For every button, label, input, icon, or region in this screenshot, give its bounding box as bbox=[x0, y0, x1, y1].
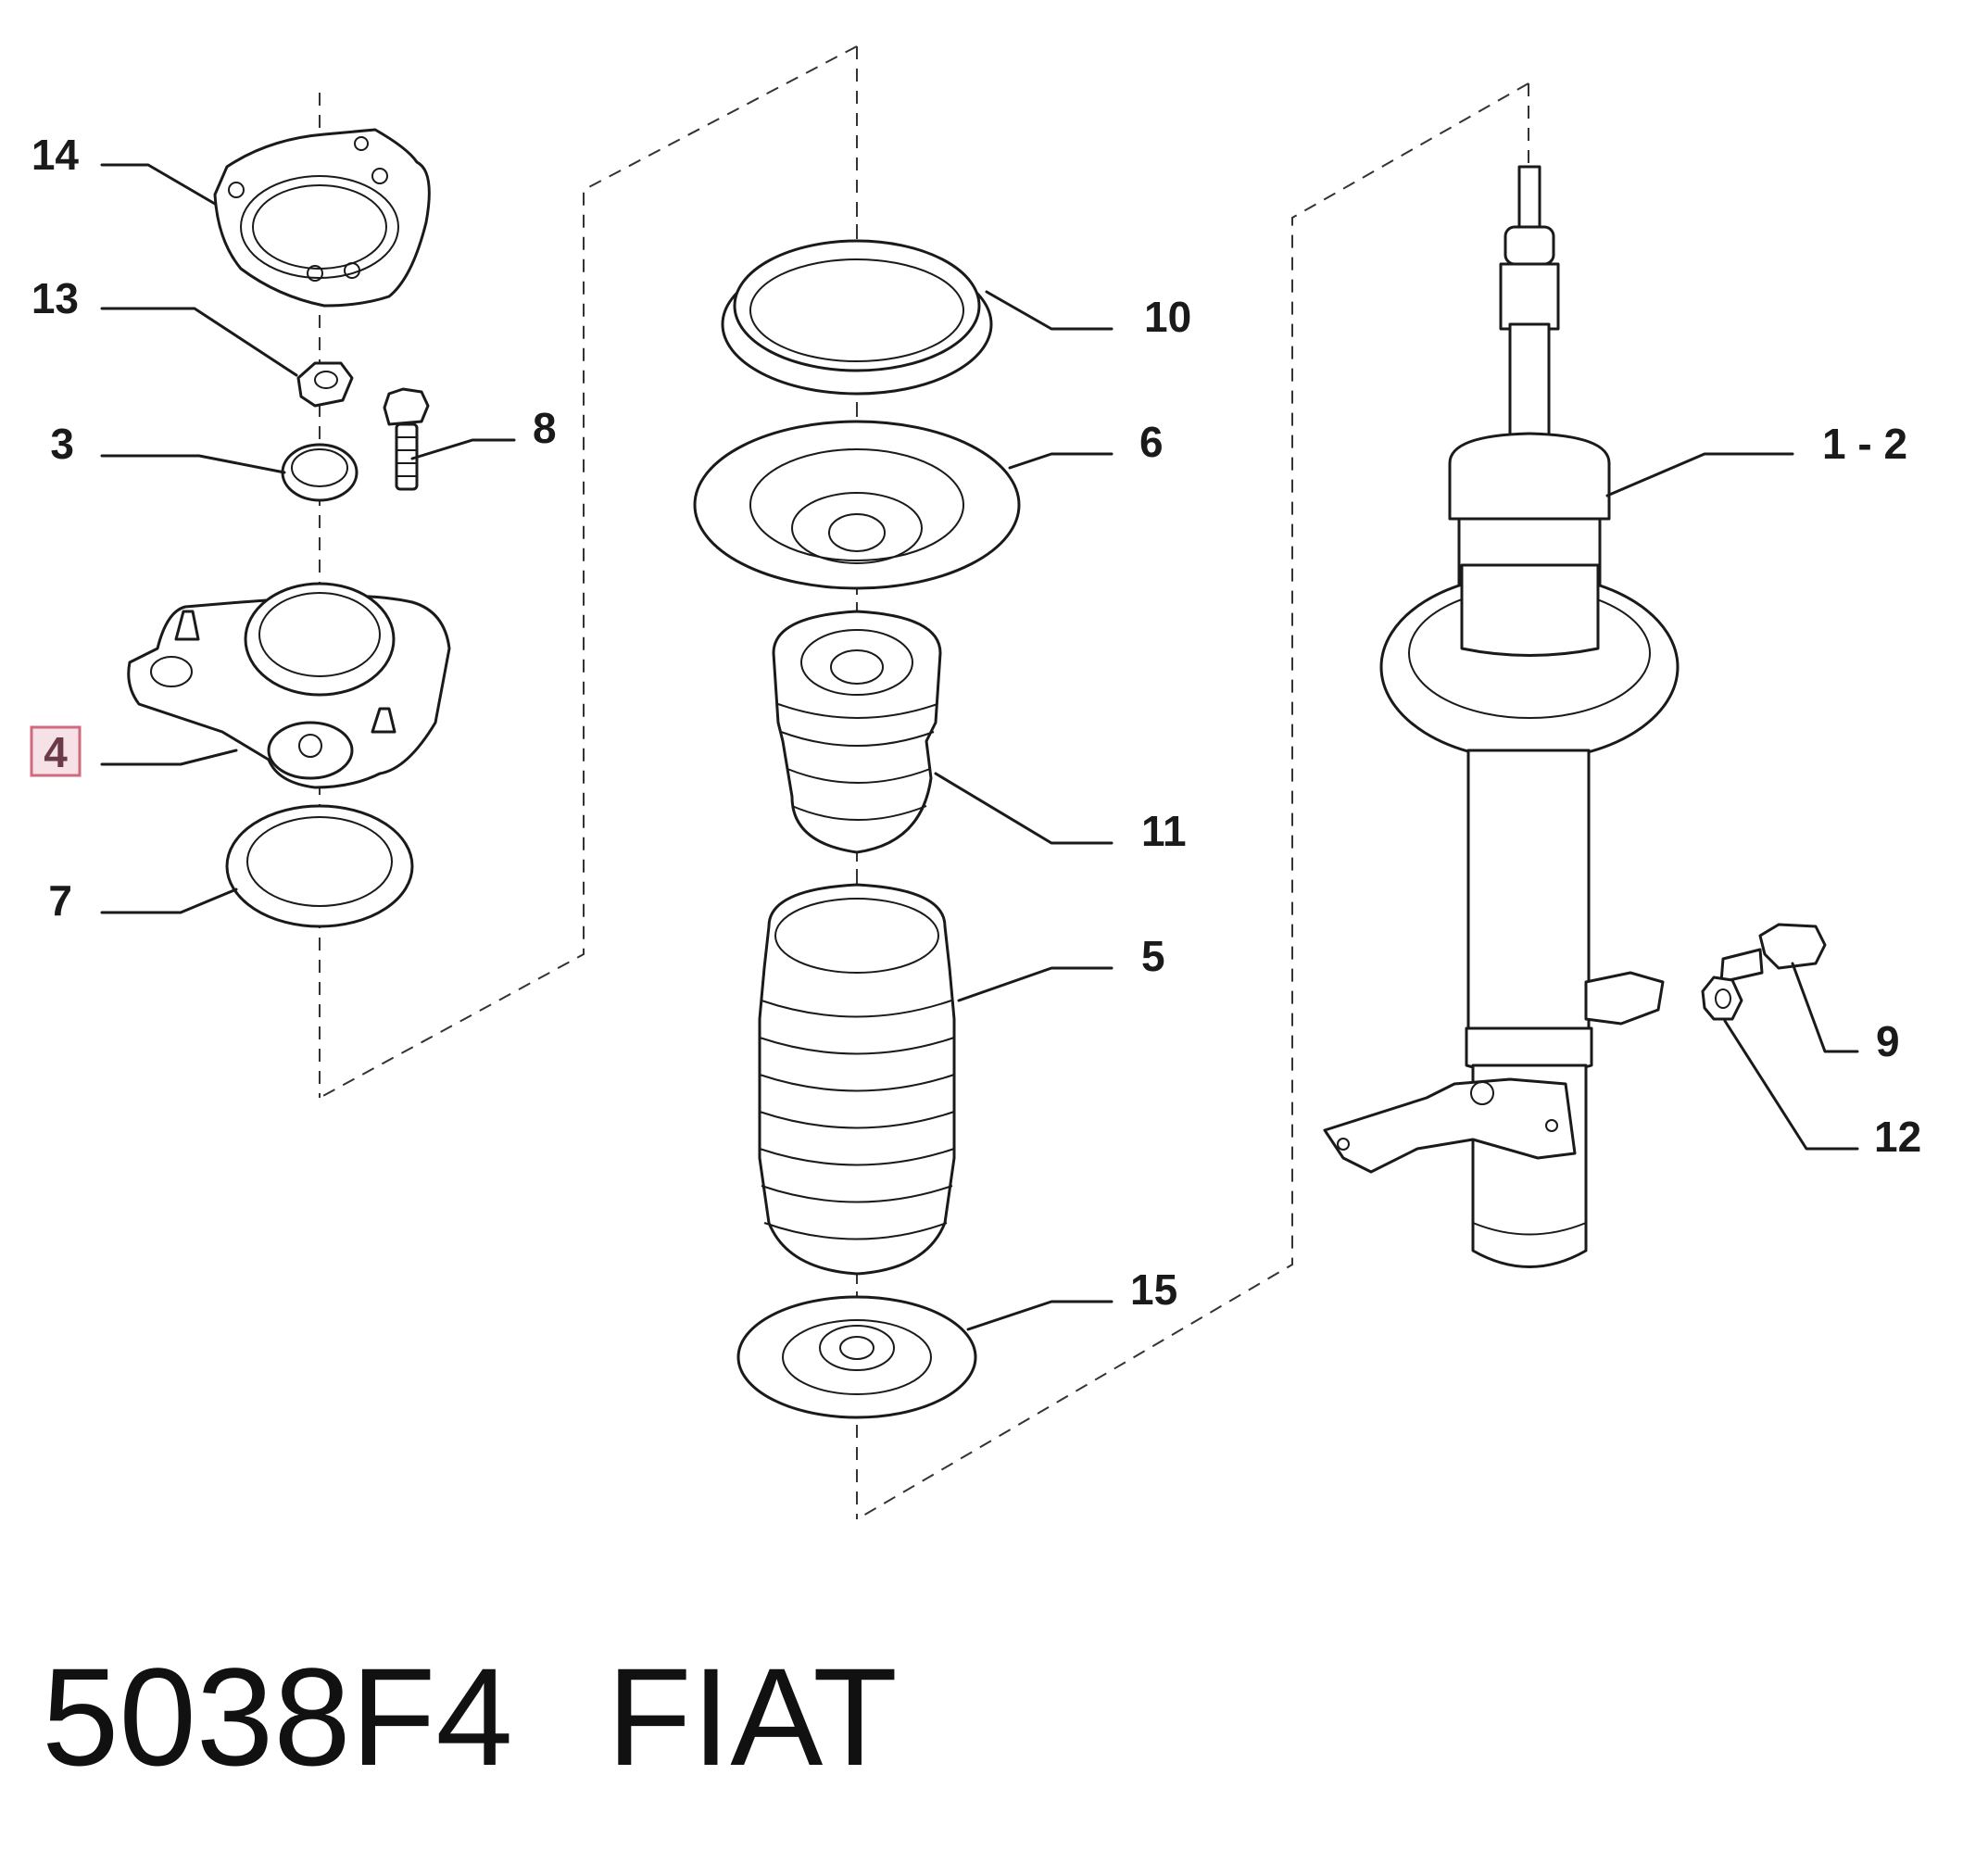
part-3-ring[interactable] bbox=[281, 443, 359, 502]
part-13-nut[interactable] bbox=[296, 361, 354, 408]
footer-title: 5038F4 FIAT bbox=[42, 1639, 898, 1794]
callout-6[interactable]: 6 bbox=[1139, 418, 1164, 466]
part-4-strut-mount[interactable] bbox=[127, 582, 451, 789]
leader-lines bbox=[100, 163, 1859, 1331]
callout-10[interactable]: 10 bbox=[1144, 293, 1191, 341]
callout-8[interactable]: 8 bbox=[533, 404, 557, 452]
part-9-bolt[interactable] bbox=[1719, 923, 1827, 984]
part-code: 5038F4 bbox=[42, 1639, 513, 1794]
part-6-dish-plate[interactable] bbox=[693, 420, 1021, 590]
part-12-nut[interactable] bbox=[1701, 976, 1743, 1021]
callout-13[interactable]: 13 bbox=[31, 274, 79, 322]
callout-4[interactable]: 4 bbox=[44, 728, 68, 776]
callout-4-highlight-box bbox=[30, 725, 82, 777]
callout-7[interactable]: 7 bbox=[48, 876, 72, 925]
callout-14[interactable]: 14 bbox=[31, 131, 80, 179]
part-5-dust-boot[interactable] bbox=[758, 883, 956, 1276]
part-14-top-plate[interactable] bbox=[213, 128, 431, 308]
callout-3[interactable]: 3 bbox=[50, 420, 74, 468]
callout-15[interactable]: 15 bbox=[1130, 1265, 1177, 1314]
callout-12[interactable]: 12 bbox=[1874, 1113, 1921, 1161]
part-10-cap-ring[interactable] bbox=[721, 239, 993, 396]
callout-11[interactable]: 11 bbox=[1141, 807, 1187, 855]
callout-1-2[interactable]: 1 - 2 bbox=[1822, 420, 1907, 468]
brand-name: FIAT bbox=[607, 1639, 898, 1794]
part-11-bump-stop[interactable] bbox=[772, 610, 942, 854]
callout-labels: 14 13 3 8 4 7 10 6 11 5 15 1 - 2 9 12 bbox=[30, 131, 1921, 1314]
part-1-2-shock-absorber[interactable] bbox=[1323, 165, 1680, 1268]
part-15-lower-seat[interactable] bbox=[736, 1295, 977, 1419]
callout-5[interactable]: 5 bbox=[1141, 932, 1165, 980]
part-7-washer[interactable] bbox=[225, 804, 414, 928]
part-8-bolt[interactable] bbox=[383, 387, 430, 491]
callout-9[interactable]: 9 bbox=[1876, 1017, 1900, 1065]
